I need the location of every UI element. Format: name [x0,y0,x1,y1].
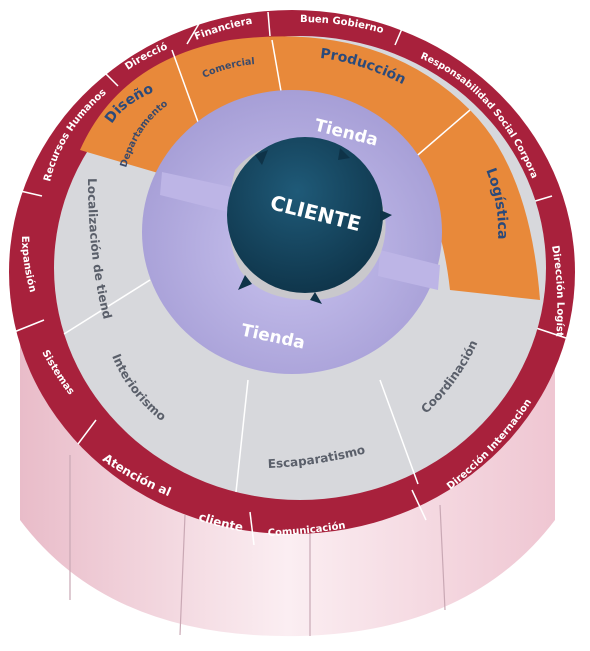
cylinder-lines [69,455,446,636]
inner-ring-notch-right [378,250,440,290]
label-direccion: Dirección [0,0,169,73]
grey-dividers [63,279,419,493]
center-circle [227,137,383,293]
inner-ring-notch-left [160,172,245,215]
orange-ring [80,36,540,300]
